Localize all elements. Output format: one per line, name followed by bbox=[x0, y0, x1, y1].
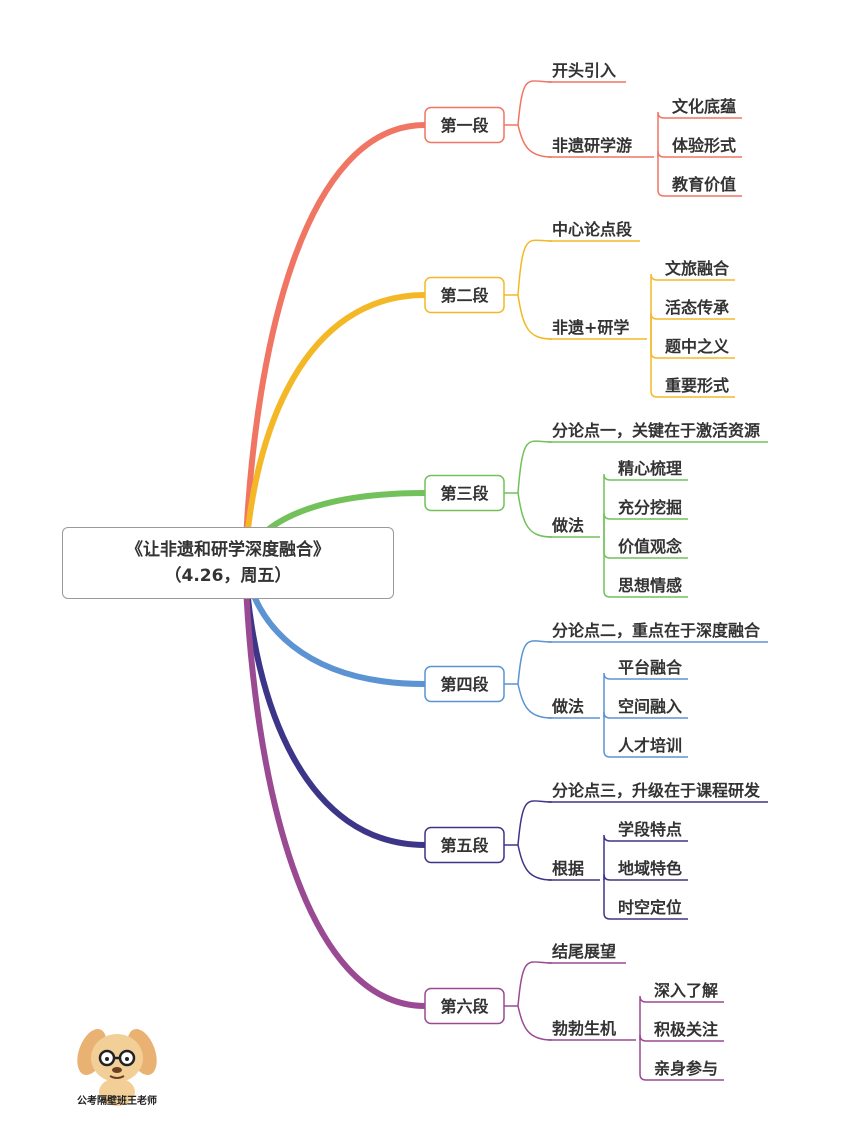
leaf-label-1-3: 教育价值 bbox=[672, 175, 736, 194]
leaf-label-5-2: 地域特色 bbox=[618, 859, 682, 878]
leaf-label-2-2: 活态传承 bbox=[665, 298, 729, 317]
branch-line-2 bbox=[242, 292, 428, 566]
leaf-label-2-3: 题中之义 bbox=[665, 337, 729, 356]
subtopic-label-3-1: 分论点一，关键在于激活资源 bbox=[552, 421, 760, 440]
section-label-2: 第二段 bbox=[440, 286, 489, 305]
connector-6-2 bbox=[517, 1005, 553, 1041]
subtopic-label-5-1: 分论点三，升级在于课程研发 bbox=[552, 781, 761, 800]
leaf-line-6-2 bbox=[639, 1034, 724, 1042]
subtopic-label-3-2: 做法 bbox=[551, 516, 584, 535]
branch-line-1 bbox=[242, 122, 428, 566]
subtopic-label-1-1: 开头引入 bbox=[552, 61, 616, 80]
leaf-line-4-1 bbox=[603, 672, 688, 718]
leaf-label-5-3: 时空定位 bbox=[618, 898, 682, 917]
connector-3-2 bbox=[517, 492, 553, 538]
leaf-label-3-1: 精心梳理 bbox=[618, 459, 682, 478]
leaf-label-1-1: 文化底蕴 bbox=[672, 97, 736, 116]
branch-line-6 bbox=[242, 560, 428, 1009]
connector-6-1 bbox=[517, 961, 553, 1007]
connector-1-1 bbox=[517, 80, 553, 126]
leaf-label-6-3: 亲身参与 bbox=[654, 1059, 718, 1078]
section-label-1: 第一段 bbox=[440, 116, 489, 135]
leaf-line-5-3 bbox=[603, 880, 688, 920]
leaf-line-1-1 bbox=[657, 111, 742, 157]
subtopic-label-1-2: 非遗研学游 bbox=[552, 136, 632, 155]
leaf-label-3-2: 充分挖掘 bbox=[618, 498, 682, 517]
leaf-label-4-2: 空间融入 bbox=[618, 697, 682, 716]
leaf-line-1-3 bbox=[657, 157, 742, 197]
subtopic-label-6-1: 结尾展望 bbox=[551, 942, 616, 961]
subtopic-label-6-2: 勃勃生机 bbox=[552, 1019, 616, 1038]
connector-3-1 bbox=[517, 440, 553, 494]
leaf-label-2-4: 重要形式 bbox=[665, 376, 729, 395]
connector-4-1 bbox=[517, 640, 553, 685]
leaf-label-6-2: 积极关注 bbox=[654, 1020, 718, 1039]
leaf-line-3-2 bbox=[603, 512, 688, 537]
subtopic-label-4-2: 做法 bbox=[551, 697, 584, 716]
leaf-line-3-4 bbox=[603, 537, 688, 598]
leaf-line-5-2 bbox=[603, 873, 688, 881]
leaf-label-3-4: 思想情感 bbox=[618, 576, 682, 595]
connector-2-2 bbox=[517, 294, 553, 340]
subtopic-label-2-1: 中心论点段 bbox=[552, 220, 633, 239]
section-label-4: 第四段 bbox=[440, 675, 489, 694]
leaf-line-3-1 bbox=[603, 473, 688, 537]
root-node[interactable]: 《让非遗和研学深度融合》（4.26，周五） bbox=[62, 527, 394, 599]
leaf-line-6-1 bbox=[639, 995, 724, 1040]
leaf-line-1-2 bbox=[657, 150, 742, 158]
section-label-5: 第五段 bbox=[440, 836, 489, 855]
subtopic-label-5-2: 根据 bbox=[552, 859, 584, 878]
section-label-6: 第六段 bbox=[440, 997, 489, 1016]
connector-5-1 bbox=[517, 800, 553, 846]
leaf-label-6-1: 深入了解 bbox=[654, 981, 718, 1000]
section-label-3: 第三段 bbox=[440, 484, 489, 503]
connector-4-2 bbox=[517, 683, 553, 719]
leaf-label-4-3: 人才培训 bbox=[618, 736, 682, 755]
leaf-label-4-1: 平台融合 bbox=[618, 658, 683, 677]
watermark-text: 公考隔壁班王老师 bbox=[77, 1096, 157, 1107]
leaf-line-2-1 bbox=[650, 273, 735, 339]
dog-mascot-logo bbox=[77, 1029, 157, 1106]
leaf-line-2-4 bbox=[650, 339, 735, 398]
connector-5-2 bbox=[517, 844, 553, 881]
leaf-line-6-3 bbox=[639, 1040, 724, 1081]
root-title: 《让非遗和研学深度融合》（4.26，周五） bbox=[126, 540, 330, 586]
leaf-label-5-1: 学段特点 bbox=[618, 820, 682, 839]
subtopic-label-4-1: 分论点二，重点在于深度融合 bbox=[552, 621, 761, 640]
leaf-line-4-2 bbox=[603, 711, 688, 719]
leaf-line-5-1 bbox=[603, 834, 688, 880]
leaf-label-3-3: 价值观念 bbox=[618, 537, 683, 556]
subtopic-label-2-2: 非遗+研学 bbox=[552, 318, 629, 337]
leaf-line-4-3 bbox=[603, 718, 688, 758]
leaf-line-2-2 bbox=[650, 312, 735, 339]
connector-1-2 bbox=[517, 124, 553, 158]
leaf-label-2-1: 文旅融合 bbox=[665, 259, 730, 278]
connector-2-1 bbox=[517, 239, 553, 296]
leaf-label-1-2: 体验形式 bbox=[672, 136, 736, 155]
